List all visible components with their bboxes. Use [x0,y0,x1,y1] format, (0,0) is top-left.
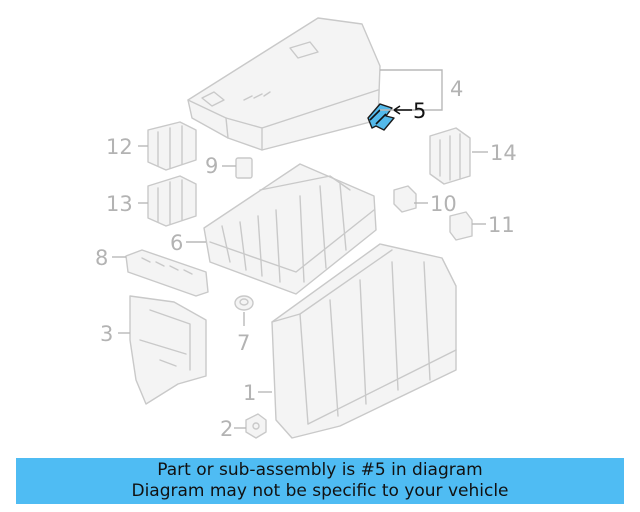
info-banner: Part or sub-assembly is #5 in diagram Di… [16,458,624,504]
callout-13: 13 [106,192,133,216]
part-2-nut [245,413,267,439]
callout-2: 2 [220,417,233,441]
banner-line-part: Part or sub-assembly is #5 in diagram [157,460,483,480]
callout-4: 4 [450,77,463,101]
part-1-lower-housing [271,243,457,439]
part-10-connector [393,185,417,213]
callout-10: 10 [430,192,457,216]
part-9-connector [235,157,253,179]
callout-1: 1 [243,381,256,405]
part-13-relay-block [147,175,197,227]
leader-4 [380,69,443,111]
part-7-grommet [234,295,254,311]
callout-11: 11 [488,213,515,237]
part-12-relay-block [147,121,197,171]
banner-line-disclaimer: Diagram may not be specific to your vehi… [131,481,509,501]
parts-diagram: 4 5 14 12 9 13 10 11 6 8 3 7 1 2 [95,17,517,441]
callout-3: 3 [100,322,113,346]
part-4-cover [187,17,381,151]
leader-5 [393,105,412,115]
callout-12: 12 [106,135,133,159]
part-8-fuse-strip [125,249,209,297]
callout-8: 8 [95,246,108,270]
part-6-fuse-panel [203,163,377,295]
part-3-bracket [129,295,207,405]
part-11-connector [449,211,473,241]
callout-5: 5 [413,99,426,123]
callout-7: 7 [237,331,250,355]
part-14-relay-block [429,127,471,185]
callout-14: 14 [490,141,517,165]
callout-9: 9 [205,154,218,178]
callout-6: 6 [170,231,183,255]
